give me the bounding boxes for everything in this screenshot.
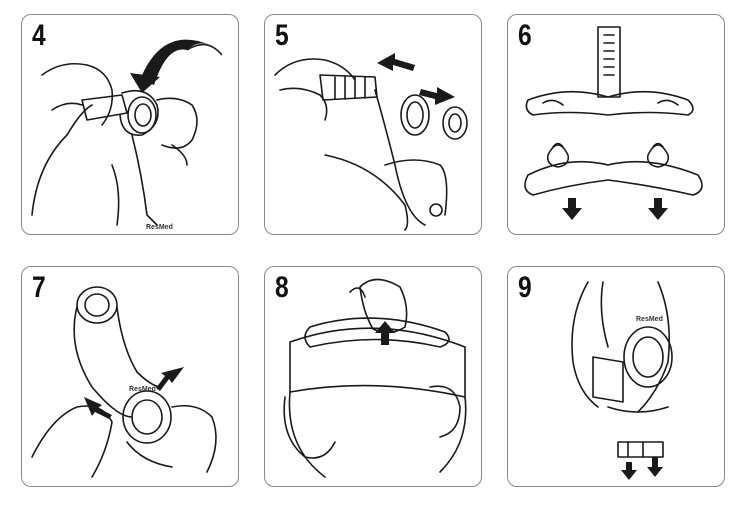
step-number: 5 [275, 19, 289, 52]
up-arrow-icon [375, 321, 395, 345]
step-panel-6: 6 [507, 14, 725, 235]
step-7-illustration: ResMed [31, 286, 217, 478]
step-5-illustration [274, 53, 468, 231]
down-arrow-icon [562, 198, 668, 220]
step-panel-8: 8 [264, 266, 482, 487]
step-number: 4 [32, 19, 46, 52]
step-8-illustration [283, 278, 467, 478]
step-6-illustration [524, 26, 703, 220]
pointer-arrow-icon [84, 367, 184, 419]
step-4-illustration: ResMed [31, 39, 223, 231]
step-9-illustration: ResMed [571, 281, 673, 480]
down-arrow-icon [621, 457, 663, 480]
step-number: 8 [275, 271, 289, 304]
step-number: 7 [32, 271, 46, 304]
resmed-logo: ResMed [146, 224, 173, 231]
curved-arrow-icon [130, 39, 223, 93]
double-arrow-icon [377, 53, 455, 105]
step-panel-9: ResMed 9 [507, 266, 725, 487]
step-panel-5: 5 [264, 14, 482, 235]
step-panel-4: ResMed 4 [21, 14, 239, 235]
resmed-logo: ResMed [636, 316, 663, 323]
resmed-logo: ResMed [129, 386, 156, 393]
step-number: 6 [518, 19, 532, 52]
step-panel-7: ResMed 7 [21, 266, 239, 487]
step-number: 9 [518, 271, 532, 304]
